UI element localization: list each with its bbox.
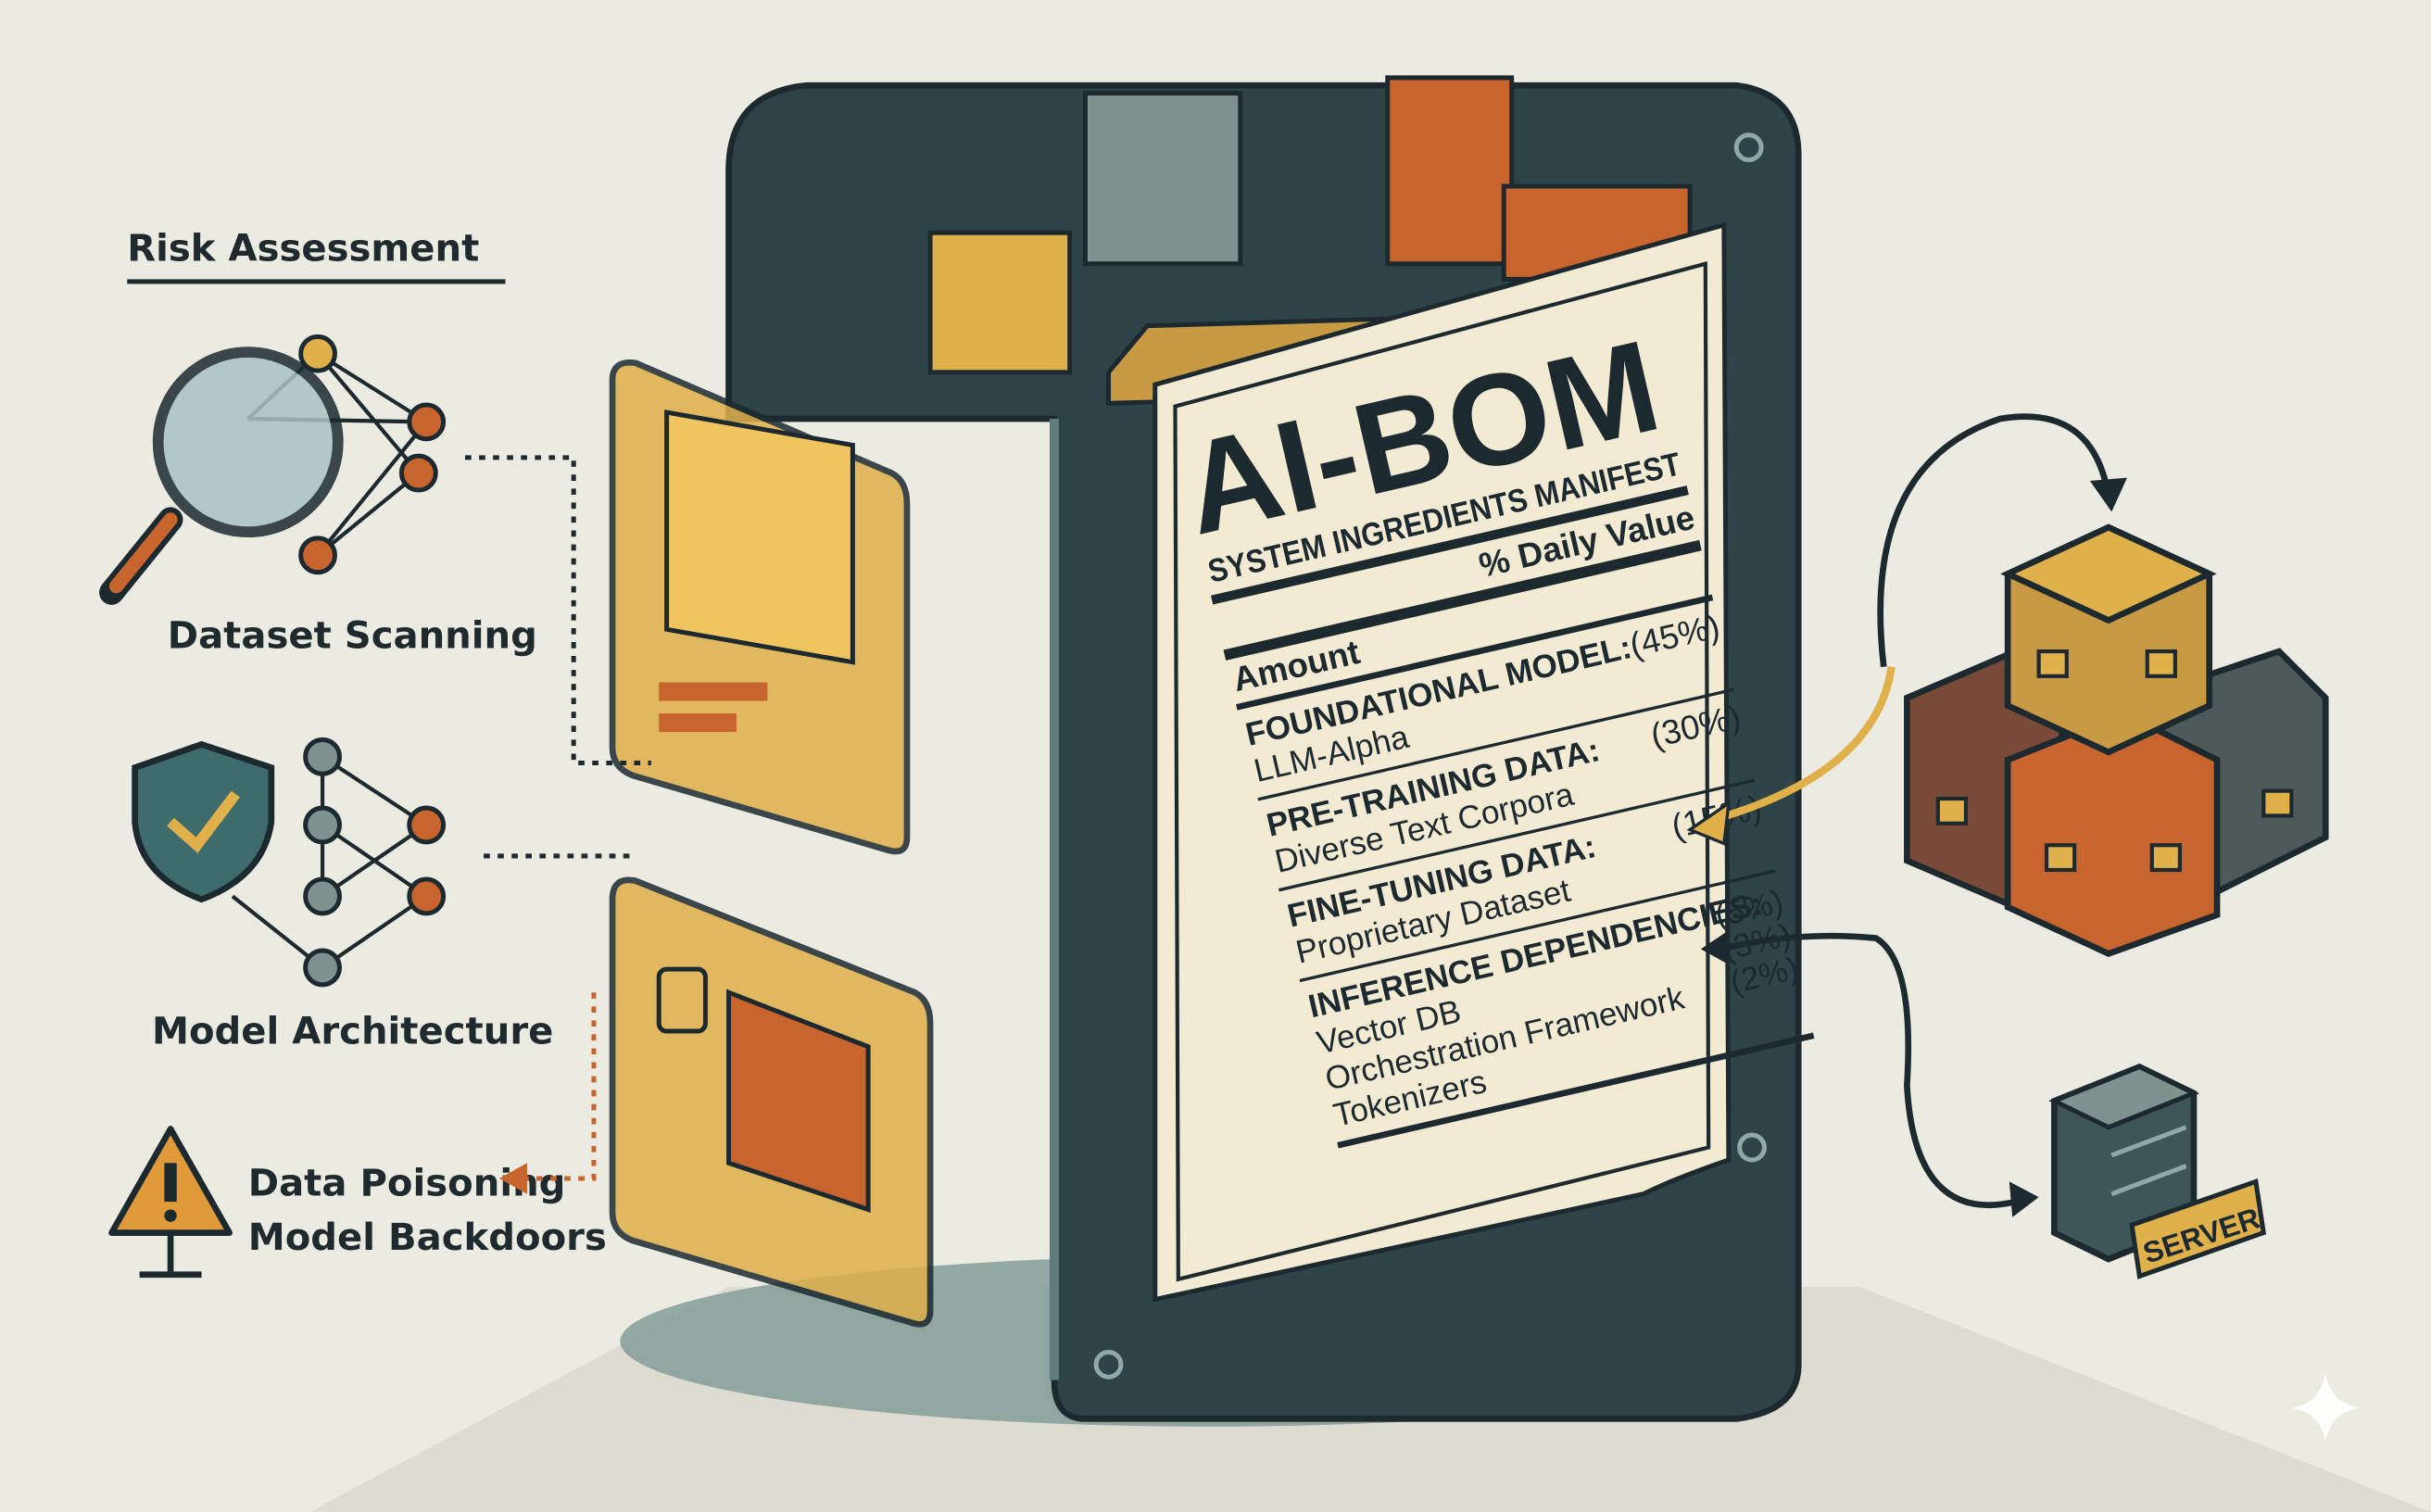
dotted-connector xyxy=(519,992,597,1181)
arrow-head-icon xyxy=(498,1163,527,1194)
sparkle-icon xyxy=(2291,1372,2361,1443)
divider xyxy=(1223,539,1702,661)
model-backdoors-label: Model Backdoors xyxy=(248,1216,607,1259)
dotted-connector xyxy=(465,455,651,766)
risk-assessment-panel: Risk Assessment Dataset Scanning xyxy=(99,227,651,1279)
arrow-head-icon xyxy=(2009,1181,2039,1217)
shield-network-icon xyxy=(132,737,447,988)
divider xyxy=(1236,594,1714,711)
divider xyxy=(1210,485,1689,605)
warning-triangle-icon xyxy=(108,1126,233,1279)
side-panel-upper xyxy=(609,359,911,855)
side-panel-lower xyxy=(609,876,934,1328)
dataset-scanning-label: Dataset Scanning xyxy=(168,615,537,658)
risk-assessment-heading: Risk Assessment xyxy=(127,227,479,270)
model-architecture-label: Model Architecture xyxy=(152,1010,553,1052)
ai-bom-label: AI-BOM SYSTEM INGREDIENTS MANIFEST % Dai… xyxy=(1153,221,1815,1303)
server-connector-arrow xyxy=(1719,932,2017,1208)
magnifier-network-icon xyxy=(99,334,447,605)
arrow-head-icon xyxy=(1700,930,1729,965)
server-icon: SERVER xyxy=(2048,1063,2267,1279)
locked-cubes-icon xyxy=(1686,413,2329,957)
